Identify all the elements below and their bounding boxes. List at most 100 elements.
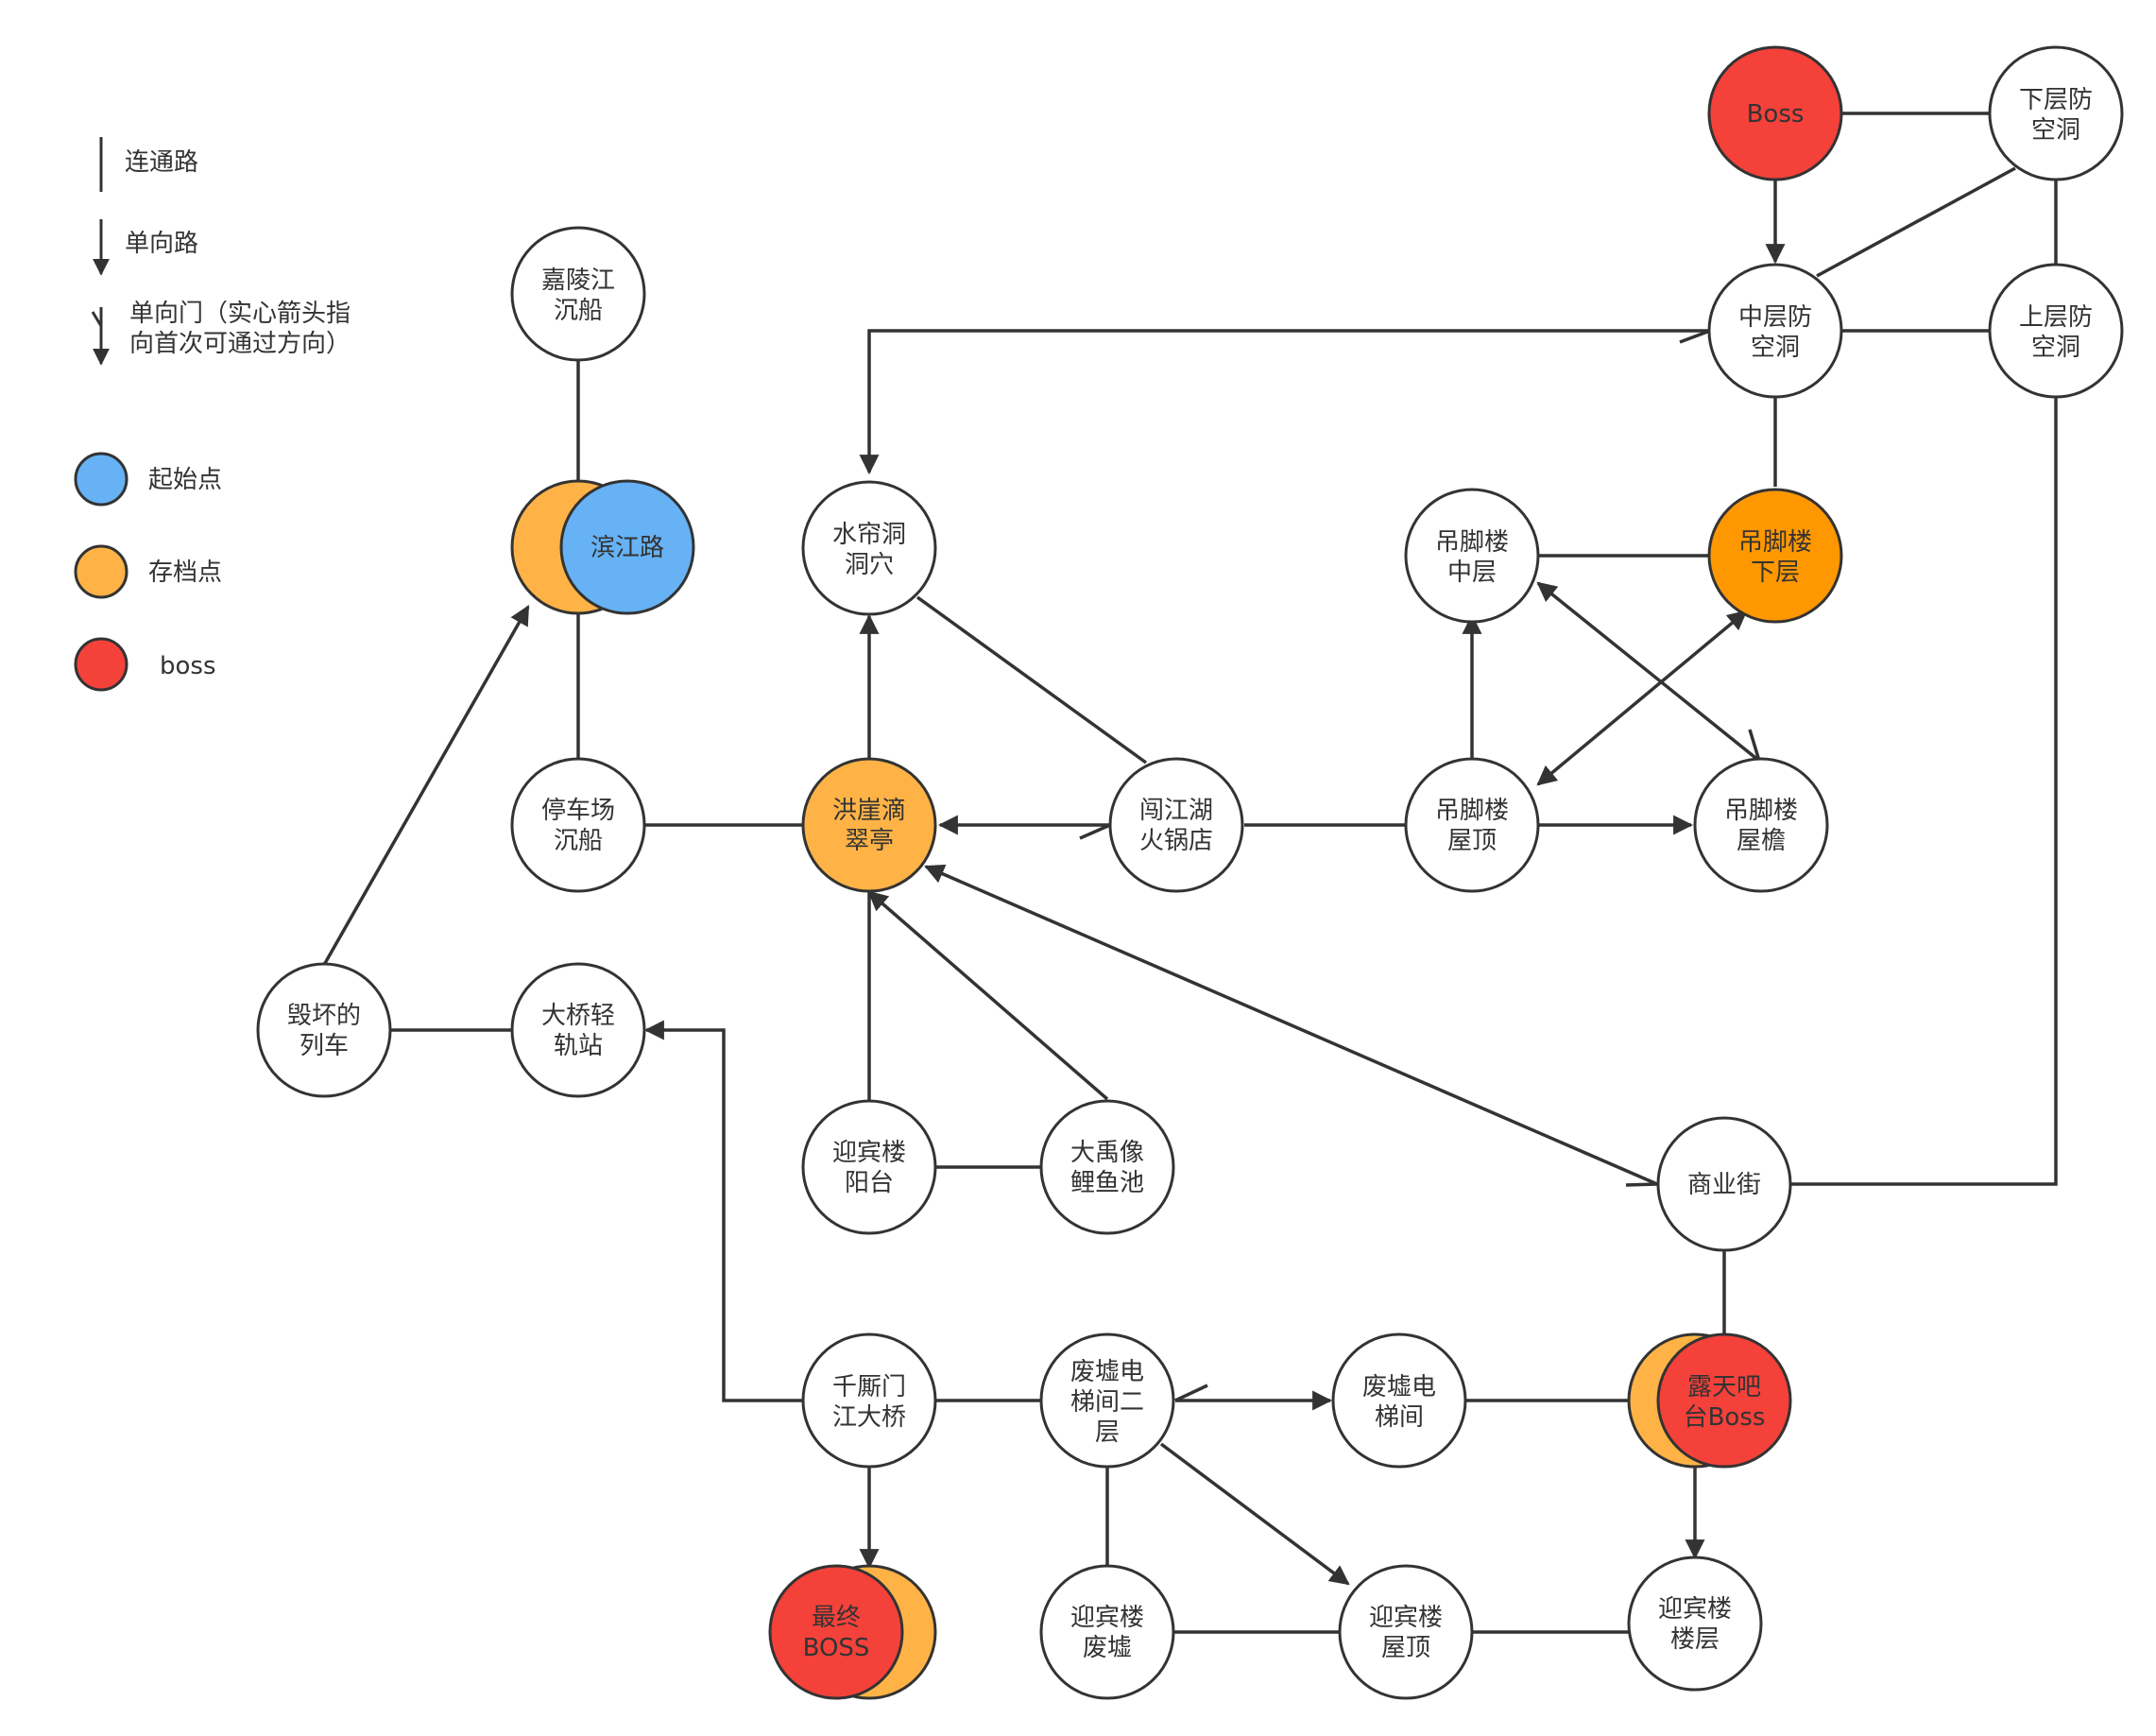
node-label: 中层防 (1738, 303, 1812, 332)
node-label: 层 (1095, 1418, 1120, 1447)
node-label: 大禹像 (1070, 1139, 1144, 1167)
node-diaojiao-mid[interactable]: 吊脚楼 中层 (1404, 488, 1540, 624)
node-feixu-elevator[interactable]: 废墟电 梯间 (1331, 1332, 1467, 1469)
node-label: 下层防 (2019, 86, 2093, 114)
node-shuiliandong[interactable]: 水帘洞 洞穴 (801, 480, 937, 616)
edge-shuiliandong-chuangjiang (915, 595, 1148, 765)
boss-marker (1656, 1332, 1792, 1469)
node-yingbin-feixu[interactable]: 迎宾楼 废墟 (1039, 1564, 1175, 1700)
node-label: 洪崖滴 (832, 797, 906, 825)
node-label: 滨江路 (590, 534, 664, 562)
node-label: 空洞 (2031, 116, 2080, 145)
node-huiche[interactable]: 毁坏的 列车 (256, 962, 392, 1098)
node-label: 江大桥 (832, 1403, 906, 1432)
node-tingchechang[interactable]: 停车场 沉船 (510, 757, 646, 893)
node-label: 露天吧 (1687, 1373, 1761, 1401)
node-label: 毁坏的 (287, 1002, 361, 1030)
nodes: 嘉陵江 沉船 滨江路 停车场 沉船 毁坏的 列车 大桥轻 轨站 水帘洞 洞穴 (256, 45, 2124, 1700)
node-label: 停车场 (541, 797, 615, 825)
legend-boss-label: boss (160, 652, 216, 680)
node-label: 中层 (1447, 559, 1497, 587)
node-xiaceng[interactable]: 下层防 空洞 (1988, 45, 2124, 181)
legend-save-swatch (74, 544, 128, 599)
node-label: 迎宾楼 (832, 1139, 906, 1167)
node-label: 屋檐 (1737, 827, 1786, 855)
node-label: 屋顶 (1447, 827, 1497, 855)
edge-huiche-to-binjiang (322, 605, 530, 966)
node-diaojiao-roof[interactable]: 吊脚楼 屋顶 (1404, 757, 1540, 893)
node-label: 废墟电 (1070, 1358, 1144, 1386)
node-label: 吊脚楼 (1435, 528, 1509, 557)
node-label: 火锅店 (1139, 827, 1213, 855)
node-label: 空洞 (1751, 334, 1800, 362)
legend-start-label: 起始点 (148, 466, 222, 494)
node-final-boss[interactable]: 最终 BOSS (768, 1564, 937, 1700)
legend-save-label: 存档点 (148, 559, 222, 587)
node-label: 闯江湖 (1139, 797, 1213, 825)
legend-start-swatch (74, 452, 128, 507)
node-yingbin-roof[interactable]: 迎宾楼 屋顶 (1338, 1564, 1474, 1700)
node-label: 阳台 (845, 1169, 894, 1197)
legend-two-way-label: 连通路 (125, 148, 198, 177)
node-label: 大桥轻 (541, 1002, 615, 1030)
node-chuangjiang[interactable]: 闯江湖 火锅店 (1108, 757, 1244, 893)
node-label: 迎宾楼 (1658, 1595, 1732, 1624)
node-label: 空洞 (2031, 334, 2080, 362)
edges (322, 112, 2058, 1634)
legend-gate-label-1: 单向门（实心箭头指 (129, 300, 351, 328)
node-label: 迎宾楼 (1070, 1604, 1144, 1632)
legend-one-way-label: 单向路 (125, 230, 198, 258)
node-label: 废墟 (1083, 1634, 1132, 1662)
node-label: 嘉陵江 (541, 266, 615, 295)
node-label: 迎宾楼 (1369, 1604, 1443, 1632)
edge-gate-tick-feixu2 (1174, 1384, 1208, 1402)
node-label: 洞穴 (845, 551, 894, 579)
node-label: 上层防 (2019, 303, 2093, 332)
node-feixu-elevator-2f[interactable]: 废墟电 梯间二 层 (1039, 1332, 1175, 1469)
node-label: 商业街 (1687, 1171, 1761, 1199)
node-jialingjiang[interactable]: 嘉陵江 沉船 (510, 226, 646, 362)
legend: 连通路 单向路 单向门（实心箭头指 向首次可通过方向） 起始点 存档点 boss (74, 137, 351, 692)
edge-gate-tick-eave (1748, 729, 1761, 762)
node-boss-top[interactable]: Boss (1707, 45, 1843, 181)
edge-feixu2-to-yingbinroof (1159, 1442, 1350, 1586)
edge-xiaceng-zhongceng (1816, 166, 2016, 278)
node-lutian-boss[interactable]: 露天吧 台Boss (1627, 1332, 1792, 1469)
edge-zhongceng-to-shuiliandong (859, 329, 1715, 475)
node-yingbin-floor[interactable]: 迎宾楼 楼层 (1627, 1556, 1763, 1692)
node-daqiao[interactable]: 大桥轻 轨站 (510, 962, 646, 1098)
node-hongyadi-save[interactable]: 洪崖滴 翠亭 (801, 757, 937, 893)
node-label: 沉船 (554, 297, 603, 325)
node-label: BOSS (803, 1634, 870, 1662)
legend-gate-arrow (91, 307, 110, 366)
node-qiansimen[interactable]: 千厮门 江大桥 (801, 1332, 937, 1469)
node-label: 最终 (812, 1604, 861, 1632)
node-dayu[interactable]: 大禹像 鲤鱼池 (1039, 1099, 1175, 1235)
node-label: Boss (1747, 100, 1805, 129)
edge-qiansimen-to-daqiao (643, 1020, 804, 1402)
node-shangceng[interactable]: 上层防 空洞 (1988, 263, 2124, 399)
node-label: 千厮门 (832, 1373, 906, 1401)
node-label: 轨站 (554, 1032, 603, 1060)
node-zhongceng[interactable]: 中层防 空洞 (1707, 263, 1843, 399)
node-label: 翠亭 (845, 827, 894, 855)
node-yingbin-yangtai[interactable]: 迎宾楼 阳台 (801, 1099, 937, 1235)
edge-dayu-to-hongyadi (867, 890, 1109, 1101)
node-diaojiao-eave[interactable]: 吊脚楼 屋檐 (1693, 757, 1829, 893)
node-binjianglu-start[interactable]: 滨江路 (510, 479, 695, 615)
edge-gate-tick-zhongceng (1679, 329, 1711, 344)
node-label: 下层 (1751, 559, 1800, 587)
node-shangyejie[interactable]: 商业街 (1656, 1116, 1792, 1252)
edge-diaojiaolow-roof (1536, 610, 1748, 786)
edge-gate-tick-chuangjiang (1079, 823, 1111, 840)
node-label: 梯间 (1375, 1403, 1424, 1432)
edge-diaojiaoeave-to-mid (1536, 581, 1761, 763)
node-diaojiao-low-save[interactable]: 吊脚楼 下层 (1707, 488, 1843, 624)
node-label: 废墟电 (1362, 1373, 1436, 1401)
edge-shangyejie-to-hongyadi (924, 864, 1658, 1186)
node-label: 鲤鱼池 (1070, 1169, 1144, 1197)
legend-boss-swatch (74, 637, 128, 692)
start-marker (559, 479, 695, 615)
